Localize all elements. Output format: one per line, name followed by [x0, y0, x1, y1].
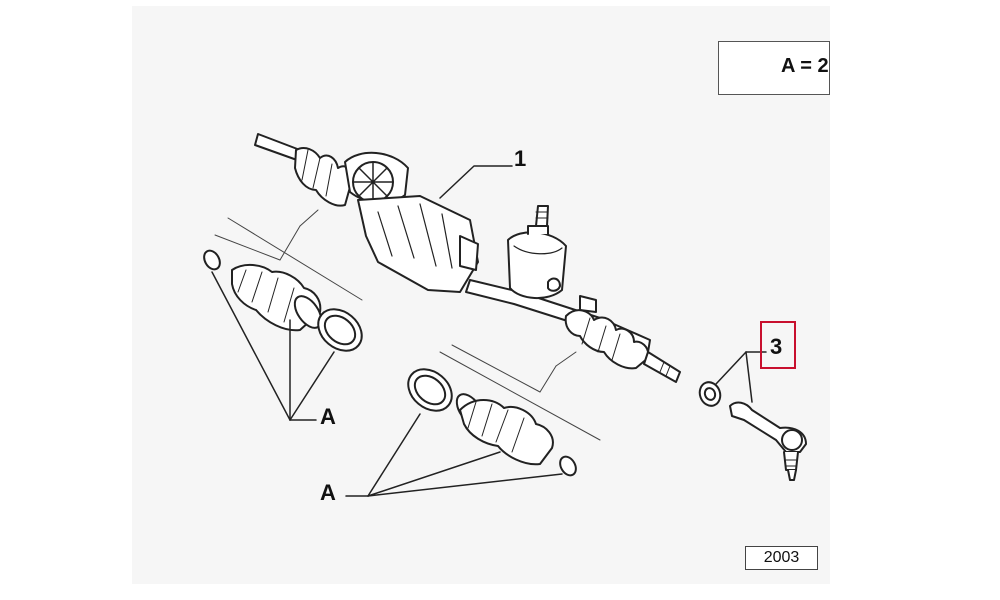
year-label: 2003 [745, 546, 818, 570]
leader-part-1 [439, 165, 513, 199]
guide-lines [214, 209, 601, 441]
callout-kit-a-upper: A [320, 404, 336, 429]
callout-part-1: 1 [514, 146, 527, 171]
highlight-box-part-3 [760, 321, 796, 369]
boot-kit-upper [203, 249, 363, 352]
leader-kit-a-upper [211, 271, 335, 421]
legend-text: A = 2 [781, 55, 829, 77]
callout-kit-a-lower: A [320, 480, 336, 505]
leader-kit-a-lower [345, 413, 563, 497]
boot-kit-lower [407, 368, 577, 477]
leader-part-3 [715, 351, 767, 403]
legend-box: A = 2 [718, 41, 830, 95]
callout-part-3: 3 [770, 334, 783, 359]
tie-rod-end [698, 381, 807, 481]
steering-rack [254, 133, 681, 383]
